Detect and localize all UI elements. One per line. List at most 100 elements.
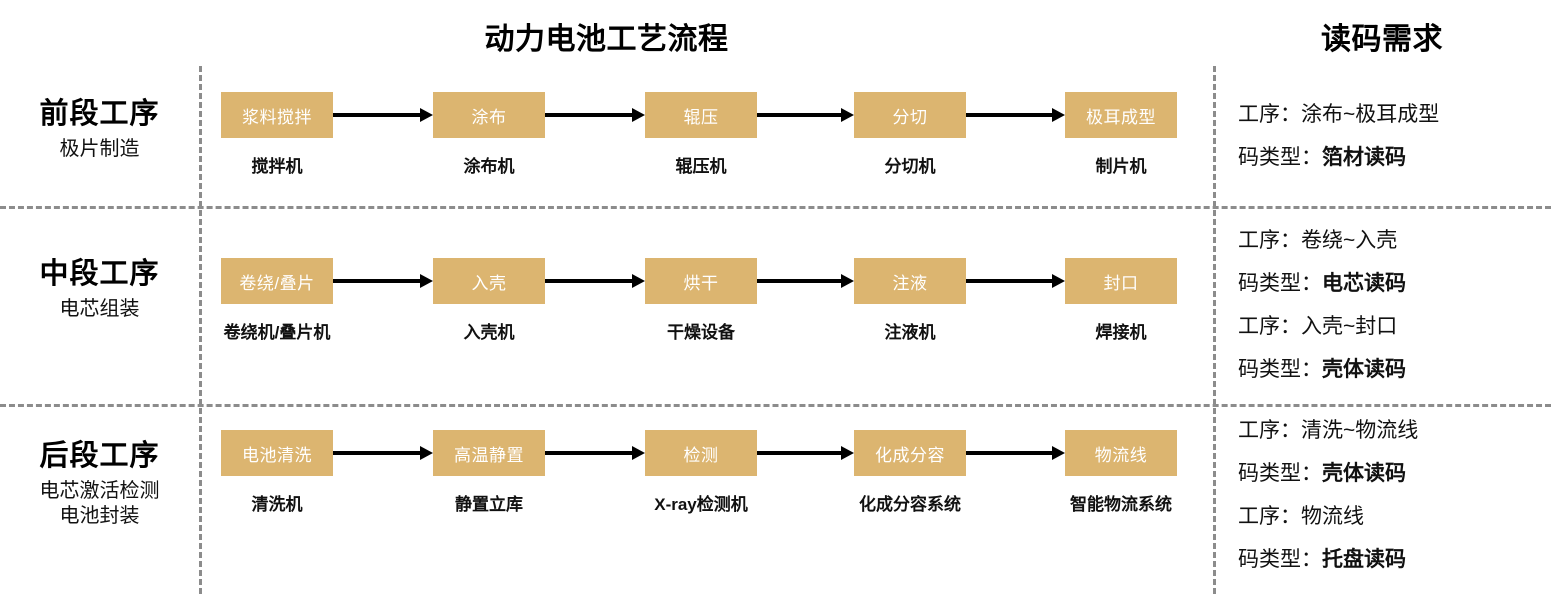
process-node-label: 分切 (854, 92, 966, 138)
process-node-caption: 分切机 (884, 157, 936, 176)
requirement-value: 托盘读码 (1322, 548, 1406, 571)
process-node[interactable]: 电池清洗 清洗机 (221, 430, 333, 515)
process-node[interactable]: 卷绕/叠片 卷绕机/叠片机 (221, 258, 333, 343)
process-node-label: 辊压 (645, 92, 757, 138)
flow-row-middle: 卷绕/叠片 卷绕机/叠片机 入壳 入壳机 烘干 干燥设备 注液 注液机 封口 焊… (199, 258, 1213, 378)
flow-arrow-icon (333, 274, 433, 288)
process-node[interactable]: 高温静置 静置立库 (433, 430, 545, 515)
process-node-caption: 化成分容系统 (859, 495, 961, 514)
process-node-label: 极耳成型 (1065, 92, 1177, 138)
horizontal-divider-1 (0, 206, 1551, 209)
requirement-key: 工序： (1238, 315, 1301, 338)
process-node[interactable]: 浆料搅拌 搅拌机 (221, 92, 333, 177)
stage-label-front: 前段工序 极片制造 (0, 98, 199, 162)
stage-label-middle: 中段工序 电芯组装 (0, 258, 199, 322)
flow-arrow-icon (545, 274, 645, 288)
process-node[interactable]: 化成分容 化成分容系统 (854, 430, 966, 515)
requirement-block-front: 工序：涂布~极耳成型 码类型：箔材读码 (1238, 104, 1538, 190)
requirement-line: 码类型：箔材读码 (1238, 147, 1538, 168)
requirement-line: 码类型：壳体读码 (1238, 359, 1538, 380)
stage-title: 前段工序 (39, 98, 160, 130)
requirement-line: 工序：卷绕~入壳 (1238, 230, 1538, 251)
requirement-line: 工序：涂布~极耳成型 (1238, 104, 1538, 125)
flow-row-front: 浆料搅拌 搅拌机 涂布 涂布机 辊压 辊压机 分切 分切机 极耳成型 制片机 (199, 92, 1213, 212)
process-node-label: 化成分容 (854, 430, 966, 476)
process-node-caption: 干燥设备 (667, 323, 735, 342)
process-node-caption: 注液机 (884, 323, 936, 342)
process-node[interactable]: 烘干 干燥设备 (645, 258, 757, 343)
stage-title: 中段工序 (39, 258, 160, 290)
flow-arrow-icon (966, 108, 1065, 122)
requirement-key: 码类型： (1238, 358, 1322, 381)
process-node[interactable]: 分切 分切机 (854, 92, 966, 177)
process-node-caption: 辊压机 (675, 157, 727, 176)
stage-subtitle: 极片制造 (59, 138, 140, 161)
process-node[interactable]: 入壳 入壳机 (433, 258, 545, 343)
stage-subtitle: 电芯激活检测 电池封装 (39, 480, 160, 528)
process-node[interactable]: 物流线 智能物流系统 (1065, 430, 1177, 515)
process-node-label: 检测 (645, 430, 757, 476)
requirement-value: 清洗~物流线 (1301, 419, 1419, 442)
process-node-caption: 清洗机 (251, 495, 303, 514)
process-node-caption: X-ray检测机 (654, 495, 748, 514)
flow-arrow-icon (333, 108, 433, 122)
process-node[interactable]: 极耳成型 制片机 (1065, 92, 1177, 177)
process-node-caption: 焊接机 (1095, 323, 1147, 342)
requirement-key: 工序： (1238, 419, 1301, 442)
requirement-line: 工序：物流线 (1238, 506, 1538, 527)
flow-arrow-icon (757, 446, 854, 460)
requirement-line: 码类型：壳体读码 (1238, 463, 1538, 484)
flow-arrow-icon (757, 108, 854, 122)
requirement-line: 码类型：电芯读码 (1238, 273, 1538, 294)
process-node-label: 注液 (854, 258, 966, 304)
stage-title: 后段工序 (39, 440, 160, 472)
process-node[interactable]: 注液 注液机 (854, 258, 966, 343)
requirement-key: 工序： (1238, 229, 1301, 252)
process-node-label: 高温静置 (433, 430, 545, 476)
process-node-label: 入壳 (433, 258, 545, 304)
requirement-value: 壳体读码 (1322, 462, 1406, 485)
stage-subtitle: 电芯组装 (59, 298, 140, 321)
requirement-value: 卷绕~入壳 (1301, 229, 1398, 252)
process-node[interactable]: 封口 焊接机 (1065, 258, 1177, 343)
requirement-title: 读码需求 (1321, 23, 1443, 56)
stage-label-back: 后段工序 电芯激活检测 电池封装 (0, 440, 199, 529)
flow-arrow-icon (757, 274, 854, 288)
requirement-key: 码类型： (1238, 272, 1322, 295)
requirement-value: 入壳~封口 (1301, 315, 1398, 338)
requirement-line: 工序：入壳~封口 (1238, 316, 1538, 337)
process-node-label: 涂布 (433, 92, 545, 138)
requirement-key: 码类型： (1238, 462, 1322, 485)
requirement-key: 工序： (1238, 103, 1301, 126)
process-node-caption: 制片机 (1095, 157, 1147, 176)
vertical-divider-left (199, 66, 202, 594)
process-node-caption: 静置立库 (455, 495, 523, 514)
requirement-value: 涂布~极耳成型 (1301, 103, 1440, 126)
process-node-label: 电池清洗 (221, 430, 333, 476)
requirement-key: 工序： (1238, 505, 1301, 528)
process-node-label: 封口 (1065, 258, 1177, 304)
requirement-value: 壳体读码 (1322, 358, 1406, 381)
horizontal-divider-2 (0, 404, 1551, 407)
flow-title: 动力电池工艺流程 (484, 23, 729, 56)
requirement-line: 码类型：托盘读码 (1238, 549, 1538, 570)
process-node-caption: 涂布机 (463, 157, 515, 176)
requirement-value: 电芯读码 (1322, 272, 1406, 295)
requirement-value: 物流线 (1301, 505, 1364, 528)
process-node[interactable]: 检测 X-ray检测机 (645, 430, 757, 515)
vertical-divider-right (1213, 66, 1216, 594)
flow-arrow-icon (545, 108, 645, 122)
process-node-caption: 搅拌机 (251, 157, 303, 176)
process-node-label: 卷绕/叠片 (221, 258, 333, 304)
flow-arrow-icon (333, 446, 433, 460)
process-node[interactable]: 辊压 辊压机 (645, 92, 757, 177)
process-node-caption: 智能物流系统 (1070, 495, 1172, 514)
requirement-block-middle: 工序：卷绕~入壳 码类型：电芯读码 工序：入壳~封口 码类型：壳体读码 (1238, 230, 1538, 402)
process-node-label: 浆料搅拌 (221, 92, 333, 138)
requirement-key: 码类型： (1238, 146, 1322, 169)
flow-arrow-icon (545, 446, 645, 460)
process-node[interactable]: 涂布 涂布机 (433, 92, 545, 177)
flow-arrow-icon (966, 274, 1065, 288)
flow-row-back: 电池清洗 清洗机 高温静置 静置立库 检测 X-ray检测机 化成分容 化成分容… (199, 430, 1213, 550)
